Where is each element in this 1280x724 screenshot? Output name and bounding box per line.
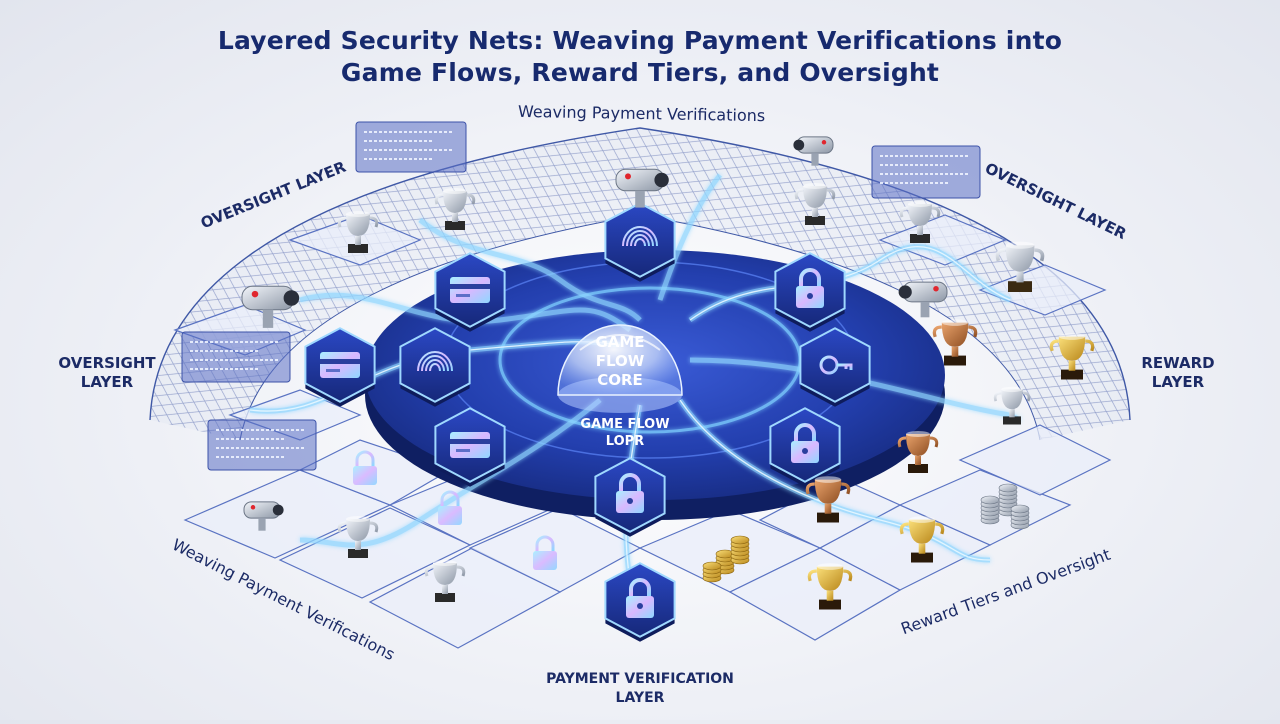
coin-stack-icon — [1010, 504, 1030, 530]
credit-card-icon — [320, 352, 360, 378]
fingerprint-icon — [417, 351, 453, 379]
trophy-icon — [932, 319, 978, 366]
credit-card-icon — [450, 277, 490, 303]
trophy-icon — [805, 476, 851, 523]
core-label-line1: GAME — [595, 333, 645, 351]
security-camera-icon — [793, 136, 834, 166]
coin-stack-icon — [702, 561, 722, 583]
page-title-line2: Game Flows, Reward Tiers, and Oversight — [340, 58, 940, 87]
padlock-icon — [353, 450, 377, 485]
trophy-icon — [993, 386, 1031, 425]
padlock-hex-tile — [774, 252, 846, 332]
security-camera-icon — [615, 168, 669, 208]
coin-stack-icon — [998, 483, 1018, 517]
core-label: GAME FLOW CORE — [572, 333, 668, 390]
key-icon — [819, 355, 853, 375]
trophy-icon — [337, 516, 379, 558]
padlock-hex-tile — [604, 562, 676, 642]
game-flow-core-dome — [557, 324, 683, 413]
security-camera-icon — [243, 501, 284, 531]
loop-label-line2: LOPR — [605, 434, 645, 449]
security-camera-icon — [898, 281, 948, 318]
trophy-icon — [995, 241, 1045, 292]
padlock-icon — [796, 268, 824, 308]
core-label-line2: FLOW — [595, 352, 645, 370]
label-oversight-left-line1: OVERSIGHT — [58, 354, 156, 372]
label-oversight-left: OVERSIGHT LAYER — [52, 354, 162, 392]
fingerprint-hex-tile — [399, 327, 471, 407]
label-oversight-left-line2: LAYER — [80, 373, 134, 391]
trophy-icon — [337, 211, 379, 253]
page-title-line1: Layered Security Nets: Weaving Payment V… — [217, 26, 1063, 55]
padlock-hex-tile — [594, 457, 666, 537]
trophy-icon — [1049, 333, 1095, 380]
credit-card-hex-tile — [304, 327, 376, 407]
trophy-icon — [899, 201, 941, 243]
padlock-icon — [533, 535, 557, 570]
label-payment-line1: PAYMENT VERIFICATION — [546, 671, 734, 687]
fingerprint-hex-tile — [604, 202, 676, 282]
monitor-panel-icon — [181, 331, 291, 383]
coin-stack-icon — [730, 535, 750, 565]
label-reward-layer: REWARD LAYER — [1128, 354, 1228, 392]
monitor-panel-icon — [355, 121, 467, 173]
padlock-icon — [791, 423, 819, 463]
label-reward-line1: REWARD — [1141, 354, 1215, 372]
padlock-icon — [626, 578, 654, 618]
monitor-panel-icon — [871, 145, 981, 199]
label-payment-line2: LAYER — [615, 690, 665, 706]
credit-card-icon — [450, 432, 490, 458]
trophy-icon — [434, 188, 476, 230]
loop-label-line1: GAME FLOW — [580, 417, 670, 432]
trophy-icon — [897, 431, 939, 473]
padlock-hex-tile — [769, 407, 841, 487]
key-hex-tile — [799, 327, 871, 407]
loop-label: GAME FLOW LOPR — [572, 416, 678, 450]
trophy-icon — [899, 516, 945, 563]
trophy-icon — [794, 183, 836, 225]
trophy-icon — [424, 560, 466, 602]
label-reward-line2: LAYER — [1151, 373, 1205, 391]
credit-card-hex-tile — [434, 407, 506, 487]
trophy-icon — [807, 563, 853, 610]
credit-card-hex-tile — [434, 252, 506, 332]
coin-stack-icon — [980, 495, 1000, 525]
security-camera-icon — [241, 285, 300, 328]
padlock-icon — [616, 473, 644, 513]
padlock-icon — [438, 490, 462, 525]
label-payment-verification: PAYMENT VERIFICATION LAYER — [520, 670, 760, 708]
monitor-panel-icon — [207, 419, 317, 471]
core-label-line3: CORE — [597, 371, 643, 389]
fingerprint-icon — [622, 226, 658, 254]
